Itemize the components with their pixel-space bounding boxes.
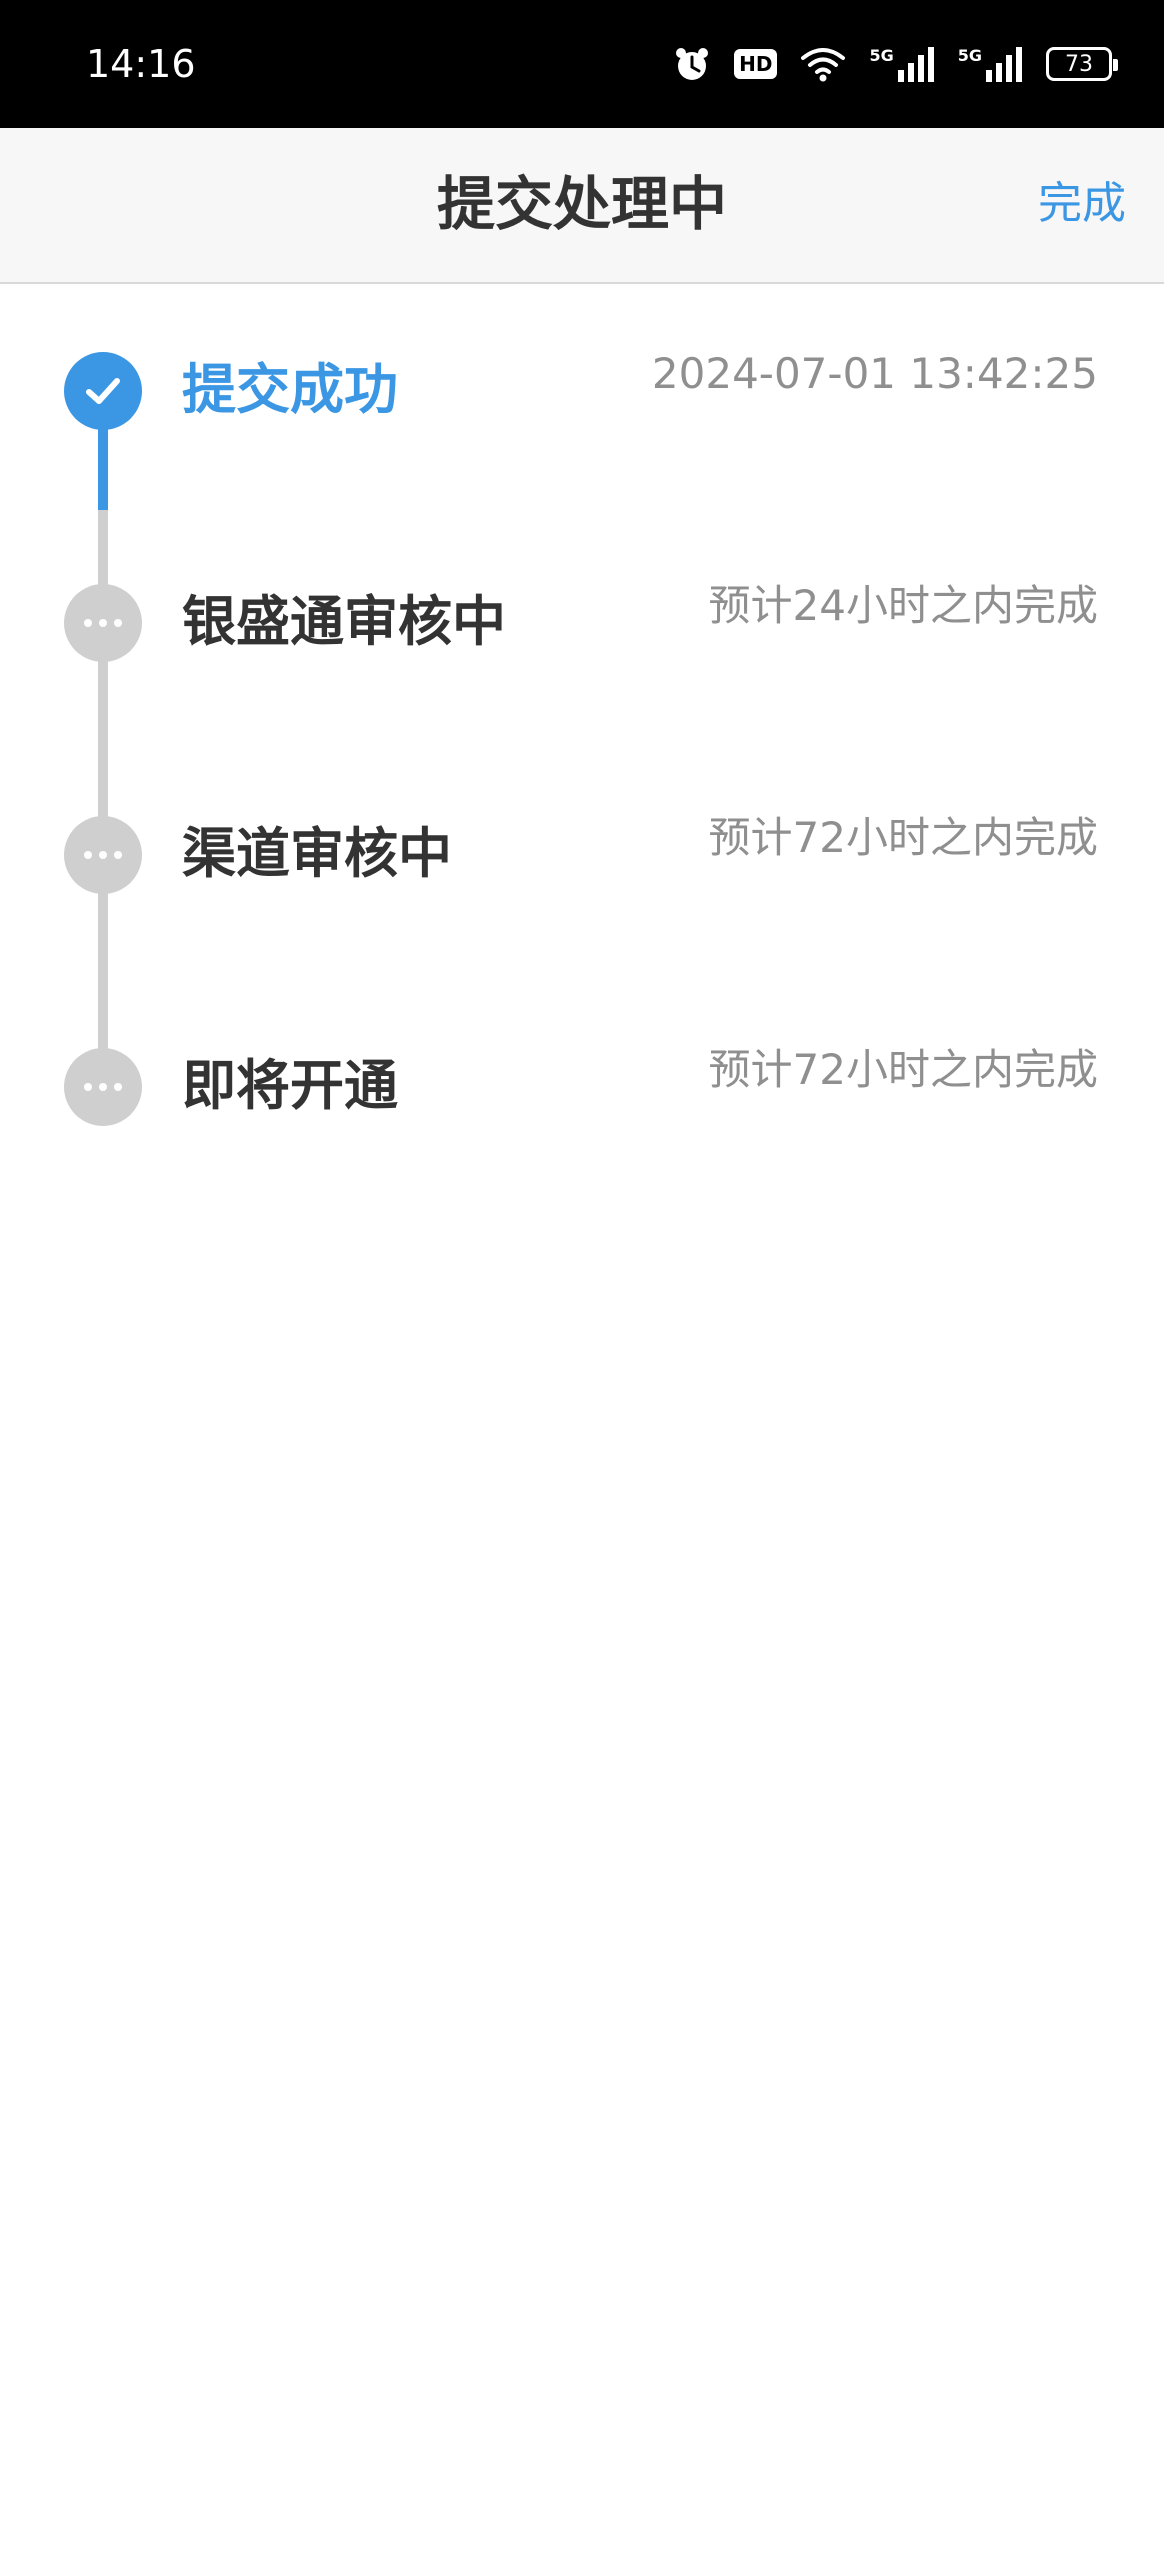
header: 提交处理中 完成 (0, 128, 1164, 284)
network-5g-label: 5G (869, 46, 894, 65)
step-label: 银盛通审核中 (182, 590, 506, 653)
step-label: 提交成功 (182, 358, 398, 421)
battery-icon: 73 (1046, 47, 1118, 81)
more-dots-icon (64, 1048, 142, 1126)
hd-icon: HD (734, 49, 778, 79)
check-icon (64, 352, 142, 430)
timeline-step: 即将开通 预计72小时之内完成 (0, 1040, 1164, 1140)
timeline-connector-done (98, 414, 108, 510)
status-bar: 14:16 HD (0, 0, 1164, 128)
status-icons: HD 5G 5G (672, 40, 1118, 88)
hd-badge: HD (734, 49, 778, 79)
step-label: 即将开通 (182, 1054, 398, 1117)
more-dots-icon (64, 816, 142, 894)
step-estimate: 预计72小时之内完成 (708, 1045, 1098, 1094)
timeline-step: 银盛通审核中 预计24小时之内完成 (0, 576, 1164, 676)
more-dots-icon (64, 584, 142, 662)
page-title: 提交处理中 (436, 170, 727, 238)
network-5g-label: 5G (957, 46, 982, 65)
step-label: 渠道审核中 (182, 822, 452, 885)
signal-5g-icon: 5G (869, 46, 935, 82)
step-estimate: 预计24小时之内完成 (708, 581, 1098, 630)
timeline-step: 渠道审核中 预计72小时之内完成 (0, 808, 1164, 908)
timeline-step: 提交成功 2024-07-01 13:42:25 (0, 344, 1164, 444)
step-timestamp: 2024-07-01 13:42:25 (651, 349, 1098, 398)
step-estimate: 预计72小时之内完成 (708, 813, 1098, 862)
battery-level: 73 (1065, 51, 1093, 77)
done-button[interactable]: 完成 (1038, 178, 1126, 229)
wifi-icon (799, 44, 847, 84)
timeline-connector (98, 510, 108, 1070)
signal-5g-icon: 5G (958, 46, 1024, 82)
status-time: 14:16 (86, 42, 196, 86)
progress-timeline: 提交成功 2024-07-01 13:42:25 银盛通审核中 预计24小时之内… (0, 284, 1164, 1184)
alarm-icon (672, 44, 712, 84)
